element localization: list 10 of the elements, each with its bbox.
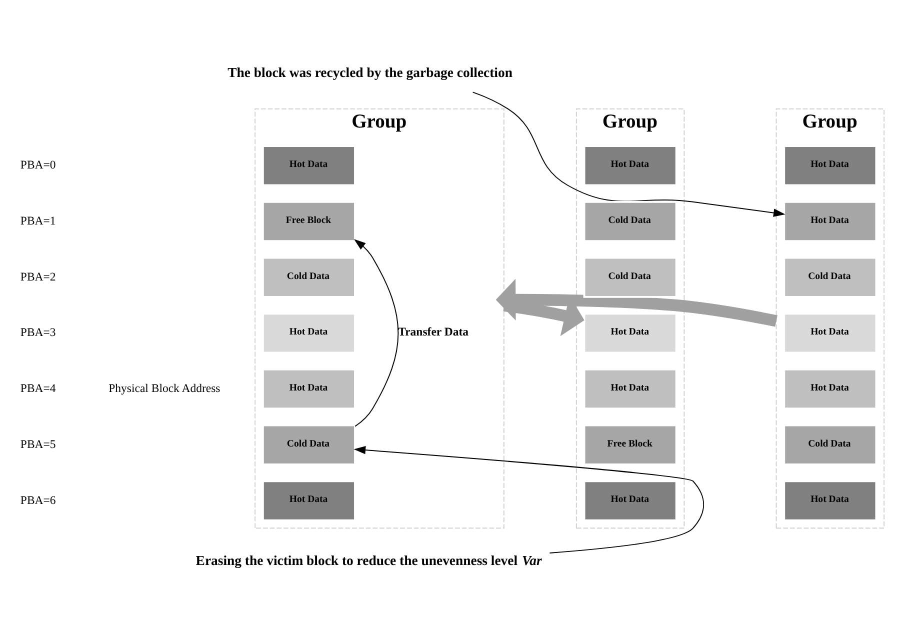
label: PBA=1 [20, 214, 56, 228]
label: PBA=0 [20, 158, 56, 172]
label: PBA=3 [20, 326, 56, 339]
label: PBA=5 [20, 437, 56, 450]
label: PBA=2 [20, 270, 56, 283]
label: PBA=6 [20, 493, 56, 506]
node-text: Erasing the victim block to reduce the unevenness level Var [196, 552, 542, 568]
label: PBA=4 [20, 382, 56, 395]
node-text: The block was recycled by the garbage collection [228, 64, 512, 80]
label: Physical Block Address [108, 382, 220, 395]
